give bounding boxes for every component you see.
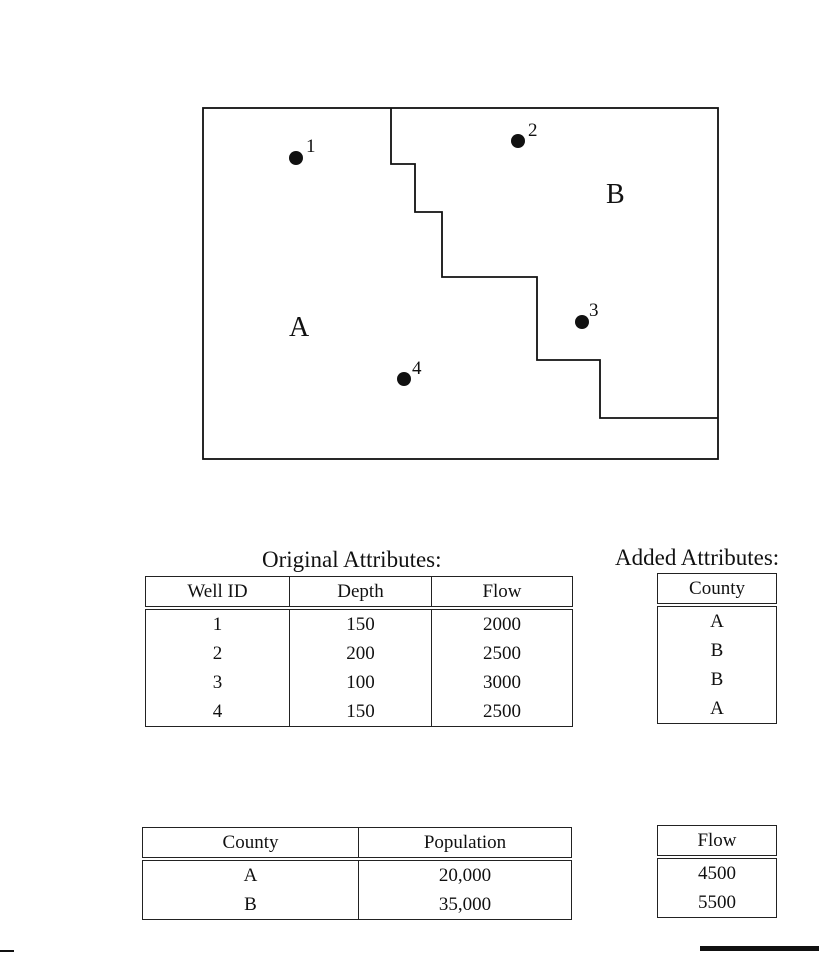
cell-depth: 150 <box>289 608 432 639</box>
cell-well-id: 3 <box>212 672 223 693</box>
cell-flow: 2000 <box>431 608 573 639</box>
table-header-row: County Population <box>142 827 572 861</box>
flow-sum-table: Flow 4500 5500 <box>657 825 777 918</box>
well-marker-4 <box>397 372 411 386</box>
table-row: B 35,000 <box>143 890 572 920</box>
table-row: B <box>658 636 777 665</box>
well-marker-1 <box>289 151 303 165</box>
cell-county: A <box>710 611 724 632</box>
region-label-b: B <box>606 179 625 210</box>
cell-county: B <box>244 894 257 915</box>
table-row: A <box>658 694 777 724</box>
header-population: Population <box>358 827 572 861</box>
well-label-2: 2 <box>528 120 538 141</box>
cell-well-id: 2 <box>212 643 223 664</box>
map-border <box>202 107 719 460</box>
cell-well-id: 4 <box>212 701 223 722</box>
table-header-row: Well ID Depth Flow <box>145 576 573 610</box>
header-county: County <box>657 573 777 607</box>
table-row: 5500 <box>658 888 777 918</box>
table-row: 2 200 2500 <box>146 639 573 668</box>
header-depth: Depth <box>289 576 432 610</box>
well-label-1: 1 <box>306 136 316 157</box>
table-header-row: Flow <box>657 825 777 859</box>
cell-depth: 100 <box>289 668 432 697</box>
table-row: 3 100 3000 <box>146 668 573 697</box>
cell-depth: 150 <box>289 697 432 727</box>
header-flow: Flow <box>657 825 777 859</box>
header-county: County <box>142 827 359 861</box>
cell-county: B <box>710 640 724 661</box>
original-attributes-title: Original Attributes: <box>262 547 442 572</box>
cell-county: A <box>243 865 258 886</box>
header-well-id: Well ID <box>145 576 290 610</box>
county-population-table: County Population A 20,000 B 35,000 <box>142 827 572 920</box>
region-label-a: A <box>289 312 310 343</box>
cell-well-id: 1 <box>212 614 223 635</box>
added-attributes-table: County A B B A <box>657 573 777 724</box>
added-attributes-title: Added Attributes: <box>615 545 780 570</box>
county-boundary <box>390 108 718 419</box>
cell-flow: 2500 <box>431 639 573 668</box>
cell-flow: 5500 <box>698 892 736 913</box>
table-row: A 20,000 <box>143 859 572 890</box>
table-row: 4 150 2500 <box>146 697 573 727</box>
well-marker-2 <box>511 134 525 148</box>
original-attributes-table: Well ID Depth Flow 1 150 2000 2 200 2500… <box>145 576 573 727</box>
cell-population: 35,000 <box>358 890 572 920</box>
cell-depth: 200 <box>289 639 432 668</box>
cell-county: B <box>710 669 724 690</box>
cell-flow: 3000 <box>431 668 573 697</box>
well-marker-3 <box>575 315 589 329</box>
table-row: A <box>658 605 777 636</box>
table-header-row: County <box>657 573 777 607</box>
cell-population: 20,000 <box>358 859 572 890</box>
well-label-4: 4 <box>412 358 422 379</box>
table-row: 1 150 2000 <box>146 608 573 639</box>
page-edge-mark <box>700 946 819 951</box>
cell-flow: 2500 <box>431 697 573 727</box>
cell-county: A <box>710 698 724 719</box>
table-row: 4500 <box>658 857 777 888</box>
header-flow: Flow <box>431 576 573 610</box>
page-edge-mark-left <box>0 950 14 952</box>
table-row: B <box>658 665 777 694</box>
well-label-3: 3 <box>589 300 599 321</box>
cell-flow: 4500 <box>698 863 736 884</box>
